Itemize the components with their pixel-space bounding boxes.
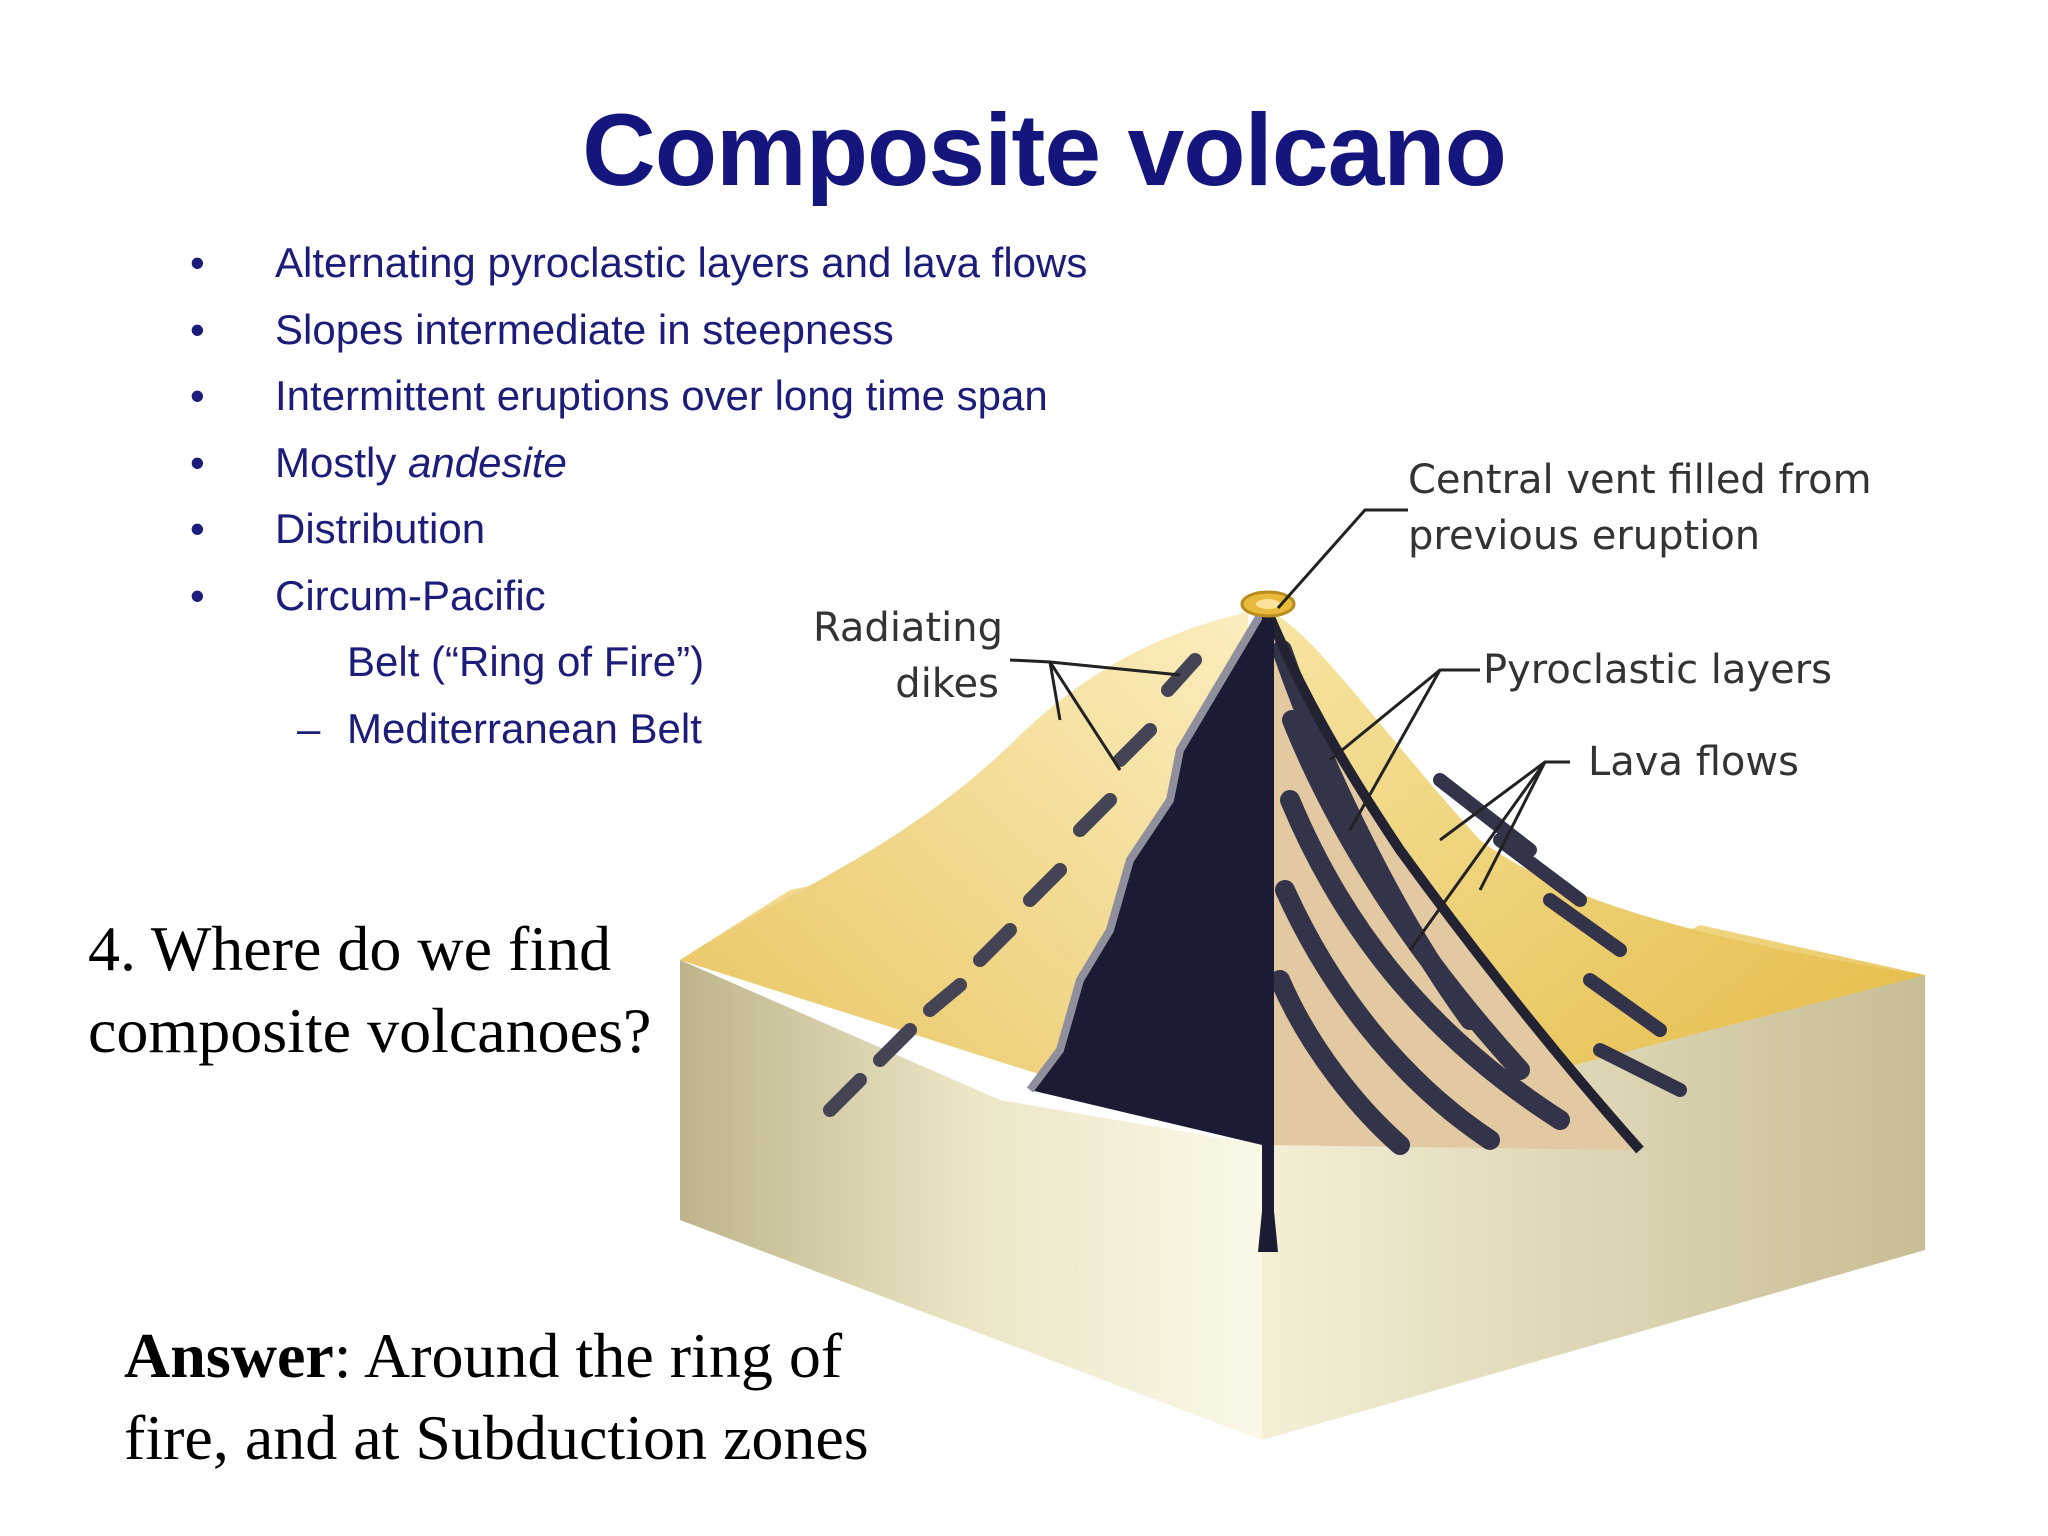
label-radiating-dikes: Radiating dikes [813, 600, 1003, 712]
lava-flows [1433, 773, 1687, 1097]
slide-title: Composite volcano [582, 93, 1507, 207]
dash-marker: – [297, 704, 321, 752]
answer-label: Answer [124, 1320, 334, 1391]
label-central-vent-line2: previous eruption [1408, 513, 1761, 559]
strata-dark-layers [1270, 640, 1570, 1155]
bullet-text: Circum-Pacific [275, 571, 546, 619]
bullet-text-plain: Mostly [275, 438, 409, 486]
bullet-text: Slopes intermediate in steepness [275, 305, 894, 353]
bullet-marker: • [190, 239, 205, 286]
answer-line1: Answer: Around the ring of [124, 1315, 869, 1397]
bullet-marker: • [190, 438, 205, 486]
leader-lines [1009, 508, 1570, 951]
label-pyroclastic-layers: Pyroclastic layers [1483, 647, 1832, 693]
cutaway-left-interior [1030, 612, 1262, 1145]
question-line2: composite volcanoes? [88, 995, 652, 1066]
bullet-text: Mostly andesite [275, 438, 567, 488]
bullet-marker: • [190, 571, 205, 619]
block-left-side [680, 960, 1262, 1440]
bullet-text-italic: andesite [408, 438, 567, 486]
bullet-text: Mediterranean Belt [347, 704, 702, 752]
answer-line2: fire, and at Subduction zones [124, 1402, 869, 1473]
answer-line1-rest: : Around the ring of [333, 1320, 843, 1391]
label-central-vent: Central vent filled from previous erupti… [1408, 452, 1872, 564]
bullet-marker: • [190, 505, 205, 552]
label-radiating-line2: dikes [895, 661, 999, 707]
label-radiating-line1: Radiating [813, 605, 1003, 651]
question-text: 4. Where do we find composite volcanoes? [88, 908, 651, 1072]
label-central-vent-line1: Central vent filled from [1408, 457, 1872, 503]
central-vent [1262, 612, 1274, 1252]
bullet-text: Belt (“Ring of Fire”) [347, 638, 705, 685]
bullet-text: Distribution [275, 505, 486, 552]
radiating-dikes [823, 653, 1202, 1117]
bullet-text: Intermittent eruptions over long time sp… [275, 372, 1048, 419]
question-line1: 4. Where do we find [88, 913, 612, 984]
bullet-text: Alternating pyroclastic layers and lava … [275, 239, 1088, 286]
bullet-marker: • [190, 305, 205, 353]
answer-text: Answer: Around the ring of fire, and at … [124, 1315, 869, 1479]
label-lava-flows: Lava flows [1588, 739, 1799, 785]
bullet-marker: • [190, 372, 205, 419]
